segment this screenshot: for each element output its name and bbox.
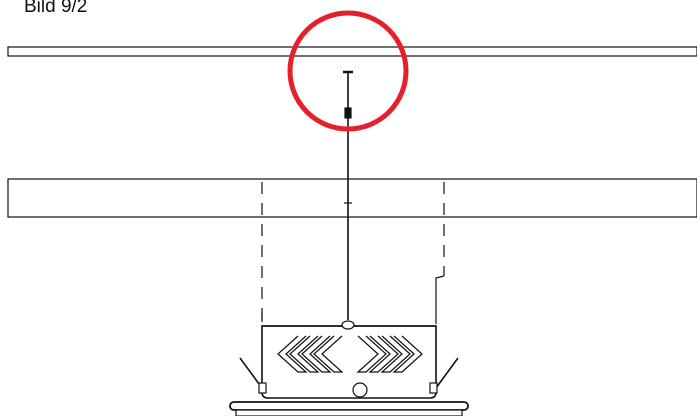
cassette-unit <box>229 320 469 416</box>
hanger-rod <box>343 70 353 320</box>
airflow-arrows-left <box>277 335 344 373</box>
drain-port <box>352 382 368 398</box>
false-ceiling-panel <box>7 178 697 218</box>
ceiling-slab <box>7 46 697 57</box>
highlight-circle <box>287 10 409 132</box>
decorative-panel <box>229 401 469 411</box>
airflow-arrows-right <box>356 335 423 373</box>
side-bracket-right <box>435 275 445 324</box>
cutout-guides <box>261 182 445 322</box>
figure-caption: Bild 9/2 <box>24 0 88 17</box>
